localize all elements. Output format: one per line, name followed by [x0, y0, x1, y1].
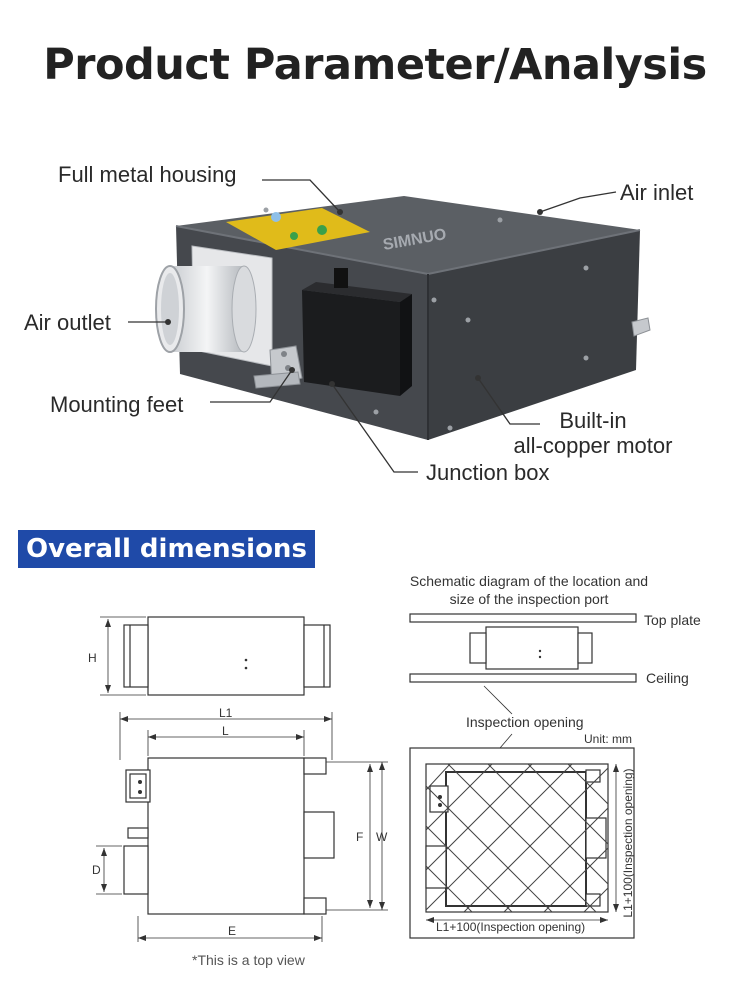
product-label-sticker — [226, 208, 370, 250]
junction-box — [302, 290, 400, 396]
callout-full-metal-housing: Full metal housing — [58, 162, 237, 187]
unit-label: Unit: mm — [584, 732, 632, 746]
page-title: Product Parameter/Analysis — [43, 40, 707, 90]
callout-motor: Built-in all-copper motor — [498, 408, 688, 458]
housing-right-face — [428, 230, 640, 440]
dim-e-label: E — [228, 924, 237, 938]
side-dimension-label: L1+100(Inspection opening) — [621, 768, 635, 918]
inspection-opening-label: Inspection opening — [466, 714, 584, 730]
schematic-caption-line2: size of the inspection port — [449, 591, 609, 607]
dim-f-label: F — [356, 830, 364, 844]
top-plate-label: Top plate — [644, 612, 701, 628]
dim-h-label: H — [88, 651, 97, 665]
dim-d-label: D — [92, 863, 101, 877]
top-view-note: *This is a top view — [192, 952, 305, 968]
dim-w-label: W — [376, 830, 388, 844]
callout-motor-line2: all-copper motor — [513, 433, 673, 458]
ceiling — [409, 673, 637, 683]
top-view-body — [147, 757, 305, 915]
callout-motor-line1: Built-in — [559, 408, 627, 433]
callout-mounting-feet: Mounting feet — [50, 392, 184, 417]
callout-air-inlet: Air inlet — [620, 180, 694, 205]
mounting-foot-right — [631, 317, 651, 337]
callout-air-outlet: Air outlet — [24, 310, 111, 335]
ceiling-label: Ceiling — [646, 670, 689, 686]
dim-l-label: L — [222, 724, 229, 738]
top-plate — [409, 613, 637, 623]
bottom-dimension-label: L1+100(Inspection opening) — [436, 920, 586, 934]
callout-junction-box: Junction box — [426, 460, 550, 485]
dim-l1-label: L1 — [219, 706, 233, 720]
schematic-unit — [485, 626, 579, 670]
section-title: Overall dimensions — [18, 530, 315, 568]
side-view-body — [147, 616, 305, 696]
schematic-caption-line1: Schematic diagram of the location and — [409, 573, 649, 589]
schematic-caption: Schematic diagram of the location and si… — [384, 572, 674, 608]
product-illustration: SIMNUO — [128, 179, 651, 473]
dimension-drawings — [96, 613, 637, 942]
